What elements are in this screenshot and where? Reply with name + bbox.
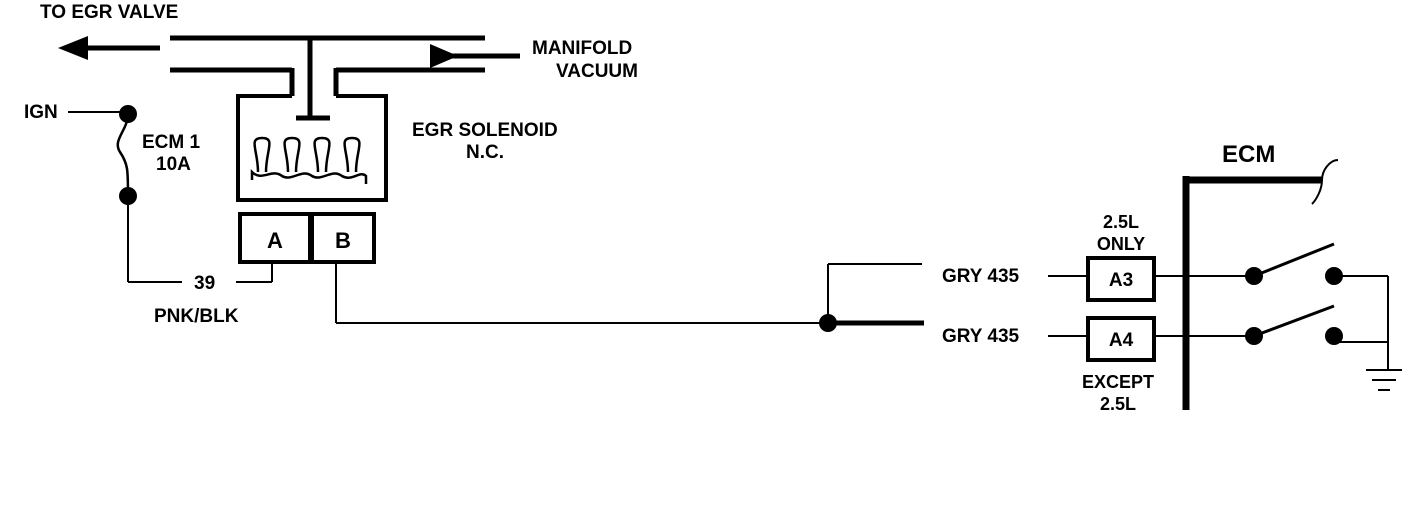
ecm-module (1182, 159, 1339, 410)
ground-icon (1366, 369, 1402, 391)
terminal-b-label: B (335, 228, 351, 253)
pin-a3-box (1086, 256, 1156, 302)
ecm-label: ECM (1222, 141, 1275, 168)
vacuum-lines (170, 35, 485, 121)
egr-solenoid (236, 94, 388, 264)
pin-a4-box (1086, 316, 1156, 362)
solenoid-coil-icon (250, 136, 368, 184)
circuit-39-label: 39 (194, 273, 215, 294)
ign-label: IGN (24, 102, 58, 123)
ecm-switch-a4 (1245, 304, 1388, 345)
terminal-b-box (310, 212, 376, 264)
to-egr-arrow-icon (58, 36, 160, 60)
ecm-switch-a3 (1245, 242, 1388, 285)
pin-a3-label: A3 (1109, 270, 1133, 291)
note-only-label: ONLY (1097, 234, 1145, 254)
terminal-a-label: A (267, 228, 283, 253)
solenoid-type-label: N.C. (466, 142, 504, 163)
gry-435-top-label: GRY 435 (942, 266, 1020, 287)
note-except-25l-label: 2.5L (1100, 394, 1136, 414)
note-except-label: EXCEPT (1082, 372, 1154, 392)
fuse-name-label: ECM 1 (142, 132, 201, 153)
pnk-blk-label: PNK/BLK (154, 306, 239, 327)
vacuum-label: VACUUM (556, 61, 638, 82)
fuse-top-node (119, 105, 137, 123)
to-egr-valve-label: TO EGR VALVE (40, 2, 178, 23)
solenoid-label: EGR SOLENOID (412, 120, 558, 141)
note-25l-label: 2.5L (1103, 212, 1139, 232)
splice-node (819, 314, 837, 332)
gry-435-bottom-label: GRY 435 (942, 326, 1020, 347)
fuse-rating-label: 10A (156, 154, 191, 175)
pin-a4-label: A4 (1109, 330, 1134, 351)
ign-fuse-circuit (68, 111, 273, 283)
manifold-label: MANIFOLD (532, 38, 632, 59)
fuse-bottom-node (119, 187, 137, 205)
manifold-vacuum-arrow-icon (430, 44, 520, 68)
